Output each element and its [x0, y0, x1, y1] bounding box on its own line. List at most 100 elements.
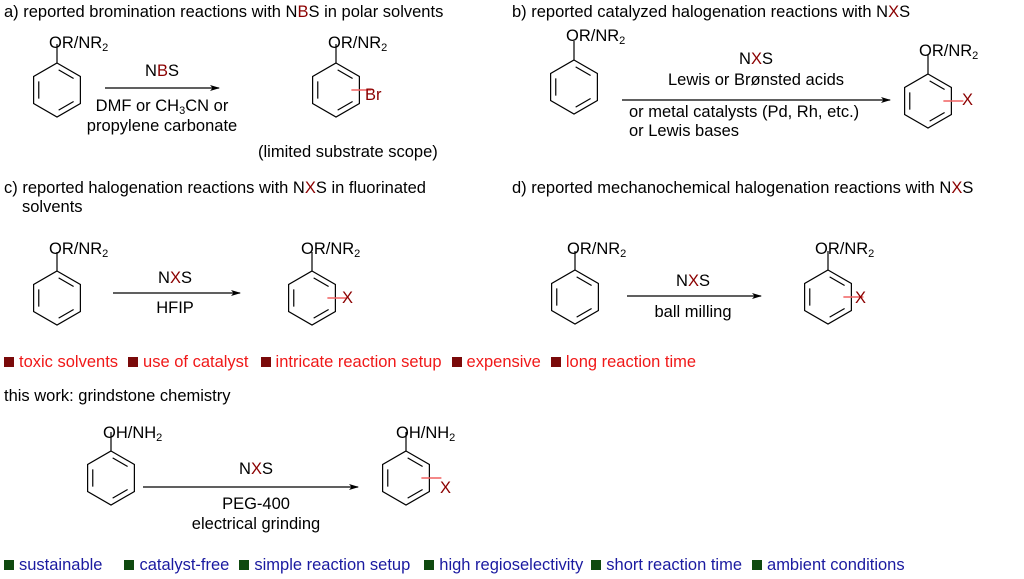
drawback-item: long reaction time [550, 353, 697, 371]
header-highlight: X [304, 179, 316, 197]
advantage-label: high regioselectivity [439, 556, 584, 574]
scheme-a-note: (limited substrate scope) [258, 143, 438, 161]
scheme-c-conditions-1: HFIP [156, 299, 194, 317]
scheme-c-product-substituent: X [342, 289, 354, 307]
reagent-text: N [239, 460, 251, 478]
ring-outline [804, 269, 852, 325]
drawback-label: long reaction time [565, 353, 697, 371]
double-bond [58, 69, 74, 80]
label-subscript: 2 [868, 248, 875, 260]
scheme-a-conditions-1: DMF or CH3CN or [96, 98, 229, 117]
square-bullet-icon [260, 357, 271, 368]
advantage-label: simple reaction setup [254, 556, 411, 574]
this-work-conditions-1: PEG-400 [222, 495, 290, 513]
scheme-a-product-substituent: Br [365, 86, 382, 104]
square-bullet-icon [591, 560, 602, 571]
label-text: OR/NR [49, 240, 103, 258]
header-text: S [899, 3, 911, 21]
square-bullet-icon [424, 560, 435, 571]
label-text: OR/NR [328, 34, 382, 52]
benzene-ring-this-work-substrate [87, 432, 135, 506]
label-text: OR/NR [567, 240, 621, 258]
benzene-ring-a-substrate [33, 44, 81, 118]
ring-outline [288, 270, 336, 326]
scheme-b-reagent: NXS [739, 51, 773, 68]
label-subscript: 2 [620, 248, 627, 260]
header-text: c) reported halogenation reactions with … [4, 179, 305, 197]
advantage-item: sustainable [4, 557, 102, 574]
square-bullet-icon [752, 560, 763, 571]
reagent-highlight: X [169, 269, 181, 287]
drawback-item: use of catalyst [128, 354, 249, 371]
scheme-b-header: b) reported catalyzed halogenation react… [512, 4, 910, 21]
benzene-ring-c-product [288, 252, 348, 326]
scheme-b-conditions-1: or metal catalysts (Pd, Rh, etc.) [629, 103, 860, 121]
label-subscript: 2 [972, 50, 979, 62]
advantage-item: short reaction time [591, 557, 742, 574]
this-work-conditions-2: electrical grinding [191, 515, 321, 533]
advantage-item: ambient conditions [752, 557, 905, 574]
scheme-a-substrate-label: OR/NR2 [49, 35, 108, 54]
double-bond [112, 457, 128, 468]
benzene-ring-a-product [312, 44, 372, 118]
scheme-b-product-substituent: X [962, 91, 974, 109]
square-bullet-icon [128, 357, 139, 368]
ring-outline [33, 270, 81, 326]
drawback-item: toxic solvents [4, 354, 118, 371]
condition-text: CN or [185, 97, 229, 115]
double-bond [58, 277, 74, 288]
header-text: d) reported mechanochemical halogenation… [512, 179, 952, 197]
label-text: OH/NH [103, 424, 157, 442]
ring-outline [904, 73, 952, 129]
this-work-header: this work: grindstone chemistry [4, 387, 231, 405]
drawback-label: intricate reaction setup [275, 353, 442, 371]
double-bond [112, 488, 128, 499]
header-text: S in fluorinated [315, 179, 426, 197]
advantage-label: ambient conditions [767, 556, 905, 574]
square-bullet-icon [550, 357, 561, 368]
square-bullet-icon [124, 560, 135, 571]
double-bond [829, 276, 845, 287]
square-bullet-icon [239, 560, 250, 571]
label-subscript: 2 [156, 432, 163, 444]
label-text: OR/NR [566, 27, 620, 45]
benzene-ring-b-product [904, 55, 964, 129]
scheme-b-conditions-above: Lewis or Brønsted acids [667, 71, 845, 89]
header-text: S [962, 179, 974, 197]
double-bond [407, 488, 423, 499]
double-bond [929, 111, 945, 122]
this-work-substrate-label: OH/NH2 [103, 425, 162, 444]
reagent-text: S [180, 269, 192, 287]
reagent-highlight: X [250, 460, 262, 478]
header-highlight: X [888, 3, 900, 21]
advantage-item: catalyst-free [124, 557, 229, 574]
reagent-text: S [167, 62, 179, 80]
benzene-ring-this-work-product [382, 432, 442, 506]
drawback-item: intricate reaction setup [260, 353, 442, 371]
label-subscript: 2 [619, 35, 626, 47]
benzene-ring-c-substrate [33, 252, 81, 326]
label-text: OR/NR [301, 240, 355, 258]
this-work-product-label: OH/NH2 [396, 425, 455, 444]
advantage-item: simple reaction setup [239, 557, 410, 574]
label-subscript: 2 [381, 42, 388, 54]
reagent-text: N [145, 62, 157, 80]
double-bond [575, 66, 591, 77]
advantage-label: short reaction time [606, 556, 743, 574]
reagent-text: N [158, 269, 170, 287]
label-text: OR/NR [919, 42, 973, 60]
double-bond [576, 276, 592, 287]
header-highlight: X [951, 179, 963, 197]
scheme-b-product-label: OR/NR2 [919, 43, 978, 62]
scheme-d-conditions-1: ball milling [654, 303, 732, 321]
reagent-text: N [739, 50, 751, 68]
advantage-label: catalyst-free [139, 556, 230, 574]
scheme-a-header: a) reported bromination reactions with N… [4, 4, 443, 21]
label-subscript: 2 [354, 248, 361, 260]
double-bond [313, 277, 329, 288]
scheme-c-product-label: OR/NR2 [301, 241, 360, 260]
double-bond [58, 100, 74, 111]
double-bond [337, 100, 353, 111]
scheme-d-product-substituent: X [855, 289, 867, 307]
